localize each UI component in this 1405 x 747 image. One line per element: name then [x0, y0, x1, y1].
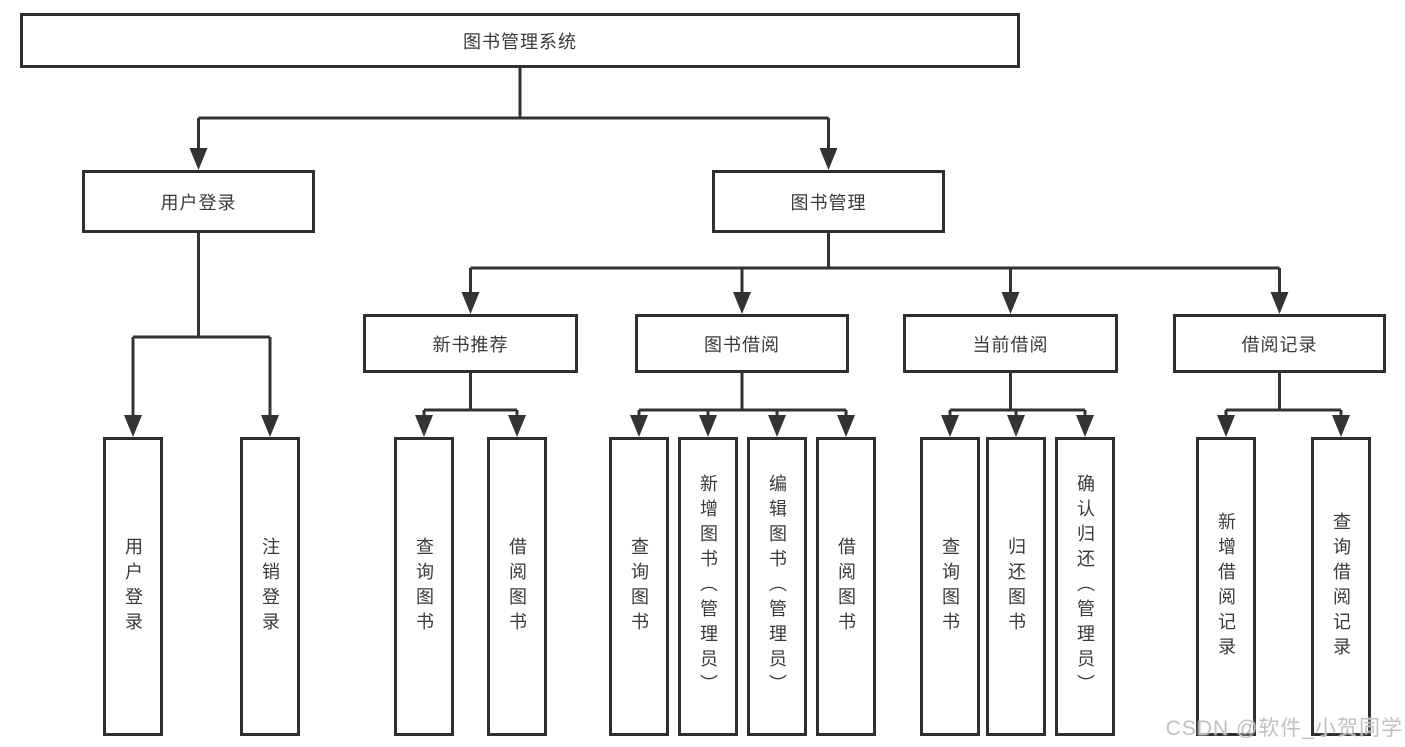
node-current-borrowing: 当前借阅	[903, 314, 1118, 373]
connector-curborrow-to-leaves	[941, 373, 1094, 437]
node-book-borrowing: 图书借阅	[635, 314, 849, 373]
connector-bookmgmt-to-level3	[461, 233, 1289, 314]
leaf-query-book-current: 查询图书	[920, 437, 980, 736]
arrowhead-icon	[124, 415, 142, 437]
node-new-book-recommendation: 新书推荐	[363, 314, 578, 373]
node-book-management: 图书管理	[712, 170, 945, 233]
arrowhead-icon	[1001, 292, 1020, 314]
node-root: 图书管理系统	[20, 13, 1020, 68]
connector-borrowrec-to-leaves	[1217, 373, 1350, 437]
leaf-confirm-return-admin: 确认归还（管理员）	[1055, 437, 1115, 736]
connector-bookborrow-to-leaves	[630, 373, 855, 437]
arrowhead-icon	[189, 148, 208, 170]
arrowhead-icon	[819, 148, 838, 170]
leaf-logout: 注销登录	[240, 437, 300, 736]
leaf-add-borrow-record: 新增借阅记录	[1196, 437, 1256, 736]
arrowhead-icon	[1007, 415, 1025, 437]
node-borrowing-records: 借阅记录	[1173, 314, 1386, 373]
csdn-watermark: CSDN @软件_小贺同学	[1165, 717, 1403, 740]
node-user-login: 用户登录	[82, 170, 315, 233]
leaf-add-book-admin: 新增图书（管理员）	[678, 437, 738, 736]
arrowhead-icon	[1332, 415, 1350, 437]
arrowhead-icon	[837, 415, 855, 437]
connector-root-to-level2	[189, 68, 838, 170]
leaf-edit-book-admin: 编辑图书（管理员）	[747, 437, 807, 736]
arrowhead-icon	[733, 292, 751, 314]
leaf-return-book: 归还图书	[986, 437, 1046, 736]
arrowhead-icon	[415, 415, 433, 437]
arrowhead-icon	[1076, 415, 1094, 437]
leaf-query-borrow-record: 查询借阅记录	[1311, 437, 1371, 736]
arrowhead-icon	[508, 415, 526, 437]
arrowhead-icon	[1217, 415, 1235, 437]
arrowhead-icon	[630, 415, 648, 437]
leaf-user-login: 用户登录	[103, 437, 163, 736]
arrowhead-icon	[1270, 292, 1289, 314]
arrowhead-icon	[261, 415, 279, 437]
connector-newbookrec-to-leaves	[415, 373, 526, 437]
leaf-borrow-book: 借阅图书	[816, 437, 876, 736]
connector-userlogin-to-leaves	[124, 233, 279, 437]
arrowhead-icon	[768, 415, 786, 437]
arrowhead-icon	[699, 415, 717, 437]
leaf-query-book-recommend: 查询图书	[394, 437, 454, 736]
arrowhead-icon	[461, 292, 480, 314]
leaf-borrow-book-recommend: 借阅图书	[487, 437, 547, 736]
arrowhead-icon	[941, 415, 959, 437]
leaf-query-book-borrow: 查询图书	[609, 437, 669, 736]
